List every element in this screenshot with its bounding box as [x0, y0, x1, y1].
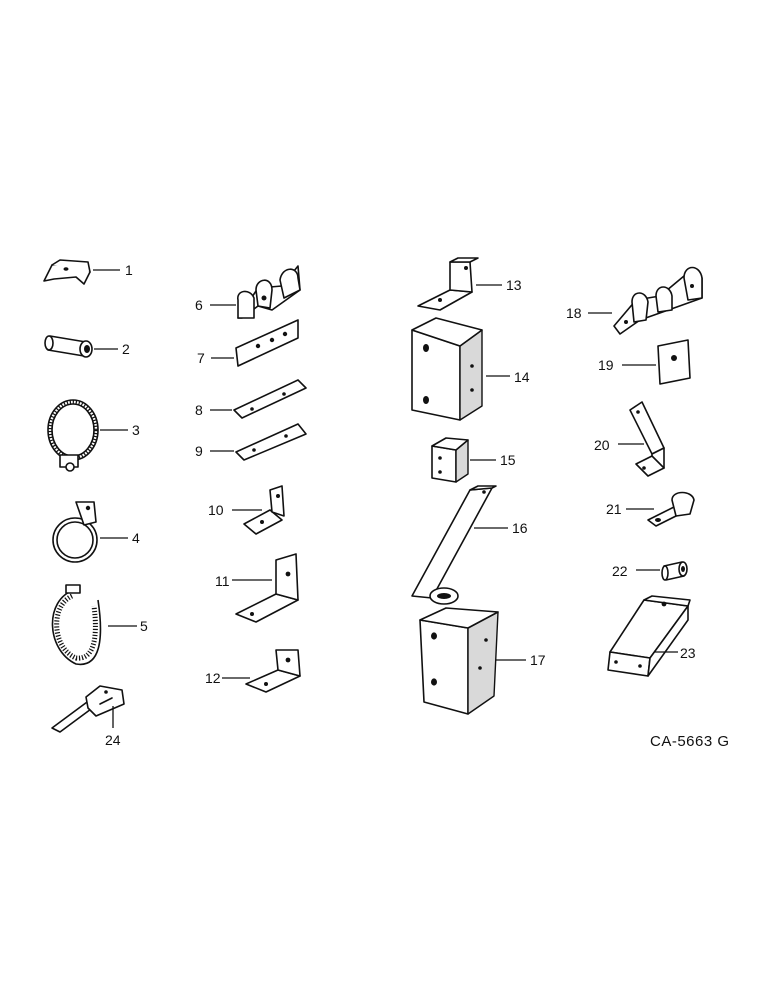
label-5: 5: [140, 618, 148, 634]
part-15-small-channel: 15: [431, 437, 516, 483]
label-18: 18: [566, 305, 582, 321]
label-4: 4: [132, 530, 140, 546]
part-16-long-strap: 16: [411, 485, 528, 605]
label-10: 10: [208, 502, 224, 518]
drawing-code: CA-5663 G: [650, 733, 730, 750]
part-11-tall-bracket: 11: [215, 553, 299, 623]
part-10-angle-bracket: 10: [208, 485, 285, 535]
part-6-triple-clip: 6: [195, 265, 301, 319]
part-5-strap-clamp: 5: [51, 584, 148, 666]
label-11: 11: [215, 573, 230, 589]
part-13-offset-bracket: 13: [417, 257, 522, 311]
part-12-angle-bracket: 12: [205, 649, 301, 693]
label-9: 9: [195, 443, 203, 459]
label-16: 16: [512, 520, 528, 536]
part-2-spacer: 2: [44, 335, 130, 358]
label-24: 24: [105, 732, 121, 748]
part-18-triple-clip: 18: [566, 266, 703, 335]
part-4-loop-clamp: 4: [52, 501, 140, 563]
label-1: 1: [125, 262, 133, 278]
label-2: 2: [122, 341, 130, 357]
part-20-offset-bracket: 20: [594, 401, 665, 477]
part-9-flat-strip: 9: [195, 423, 307, 461]
label-17: 17: [530, 652, 546, 668]
part-21-small-clip: 21: [606, 491, 695, 527]
label-20: 20: [594, 437, 610, 453]
label-8: 8: [195, 402, 203, 418]
part-8-flat-strip: 8: [195, 379, 307, 419]
part-1-saddle-clip: 1: [43, 259, 133, 285]
part-24-saddle-strip: 24: [51, 685, 125, 748]
part-14-channel-bracket: 14: [411, 317, 530, 421]
label-15: 15: [500, 452, 516, 468]
label-3: 3: [132, 422, 140, 438]
part-19-square-washer: 19: [598, 339, 691, 385]
label-19: 19: [598, 357, 614, 373]
part-7-flat-plate: 7: [197, 319, 299, 367]
part-22-small-spacer: 22: [612, 561, 688, 581]
label-22: 22: [612, 563, 628, 579]
label-7: 7: [197, 350, 205, 366]
label-23: 23: [680, 645, 696, 661]
part-23-formed-bracket: 23: [607, 595, 696, 677]
label-6: 6: [195, 297, 203, 313]
label-14: 14: [514, 369, 530, 385]
part-17-bent-bracket: 17: [419, 607, 546, 715]
label-13: 13: [506, 277, 522, 293]
label-12: 12: [205, 670, 221, 686]
label-21: 21: [606, 501, 622, 517]
part-3-hose-clamp: 3: [47, 399, 140, 472]
